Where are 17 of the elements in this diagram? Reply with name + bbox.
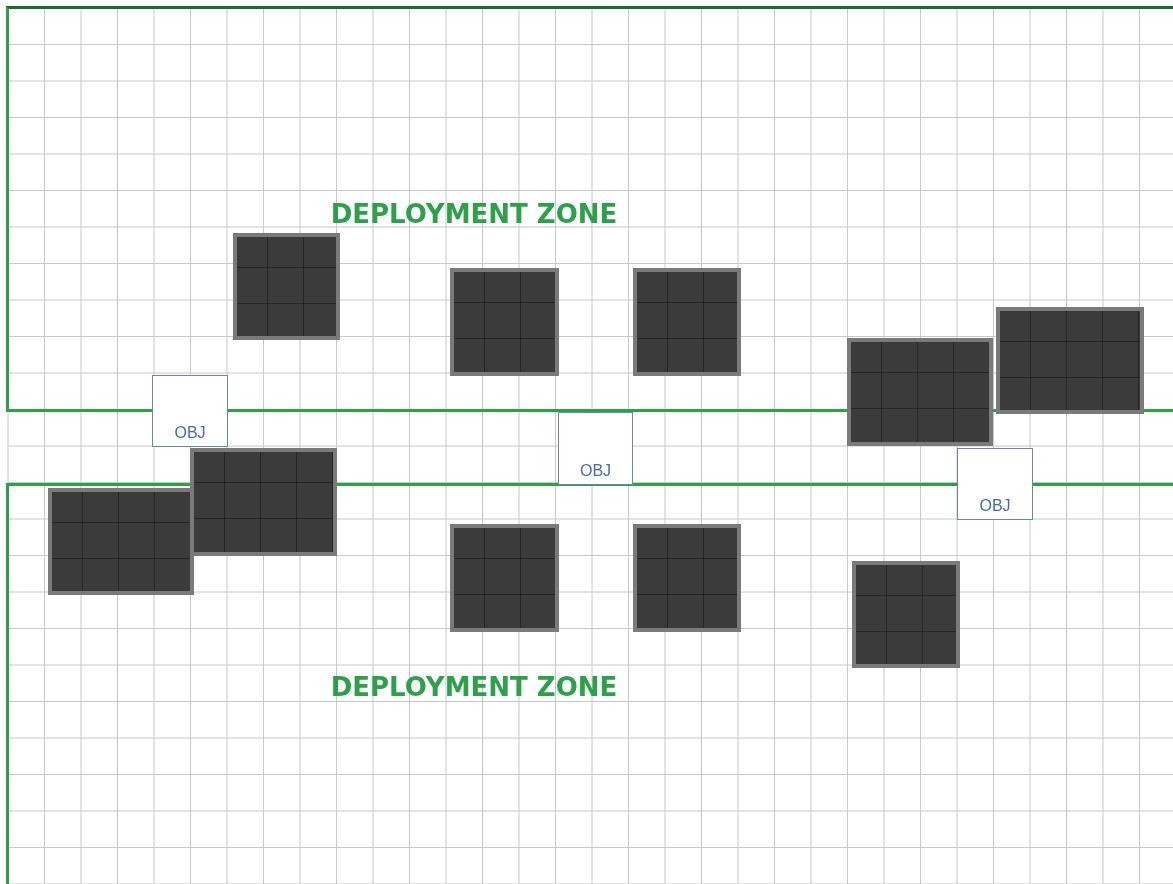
terrain-block: [48, 488, 194, 595]
terrain-block: [633, 268, 741, 376]
zone-label: DEPLOYMENT ZONE: [330, 672, 618, 702]
terrain-block: [233, 233, 340, 340]
terrain-block: [450, 524, 559, 632]
terrain-block: [996, 307, 1144, 414]
deployment-zone: [6, 6, 1173, 412]
zone-label: DEPLOYMENT ZONE: [330, 199, 618, 229]
objective-marker: OBJ: [152, 375, 228, 447]
objective-marker: OBJ: [957, 448, 1033, 520]
objective-marker: OBJ: [558, 412, 633, 485]
terrain-block: [190, 448, 337, 556]
terrain-block: [633, 524, 741, 632]
deployment-zone: [6, 483, 1173, 884]
terrain-block: [450, 268, 559, 376]
terrain-block: [847, 338, 993, 446]
terrain-block: [852, 561, 960, 668]
